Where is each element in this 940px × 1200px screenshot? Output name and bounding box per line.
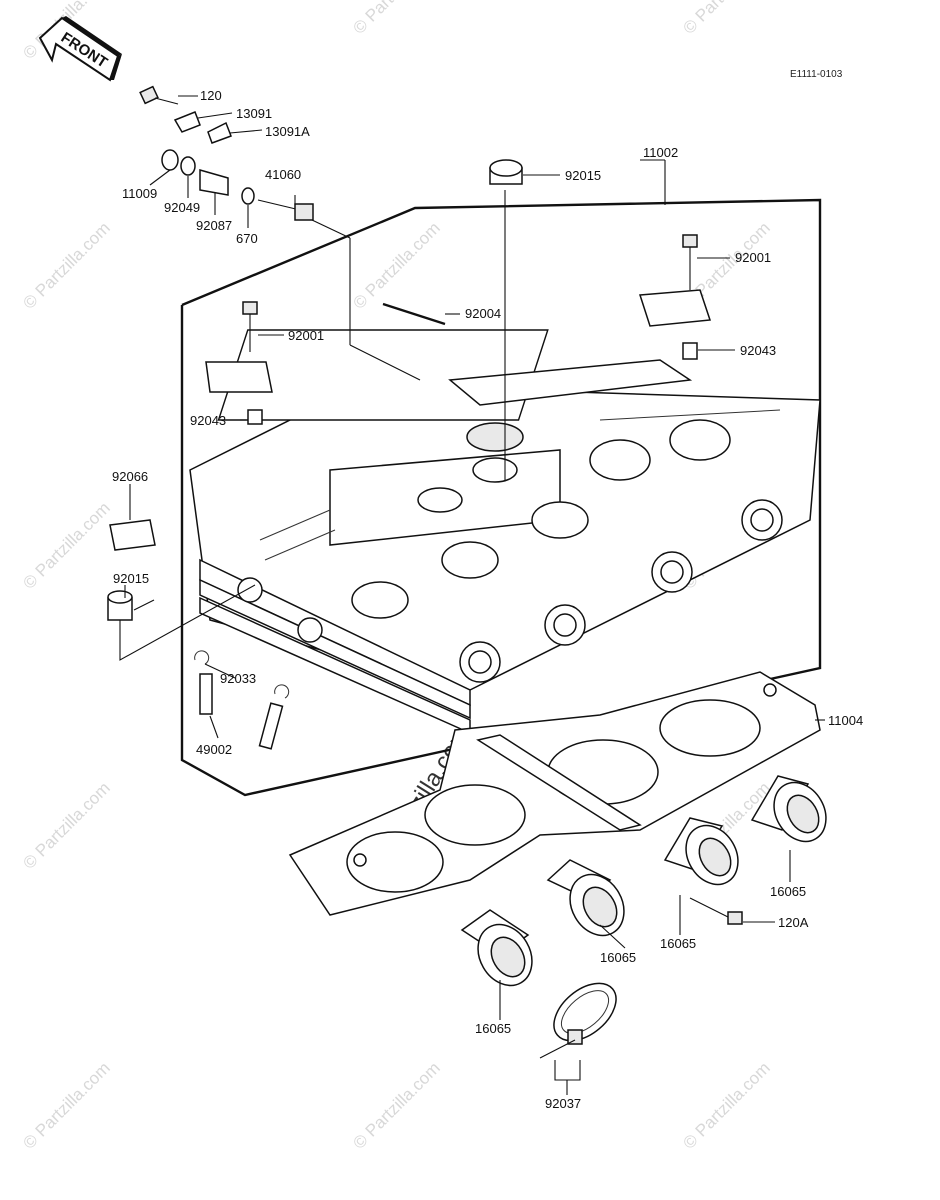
part-label-92004: 92004: [465, 306, 501, 321]
screw-icon: [689, 897, 743, 925]
cap-nut-icon: [489, 159, 523, 480]
watermark-text: © Partzilla.com: [679, 0, 773, 38]
diagram-code: E1111-0103: [790, 69, 843, 80]
part-label-120: 120: [200, 88, 222, 103]
clamp-icon: [539, 982, 617, 1059]
intake-holder-icon: [750, 775, 827, 843]
watermark-text: © Partzilla.com: [19, 498, 113, 592]
cap-bolt-icon: [205, 301, 273, 425]
watermark-text: © Partzilla.com: [19, 218, 113, 312]
cylinder-head-boundary: [180, 198, 822, 797]
part-label-92001-right: 92001: [735, 250, 771, 265]
part-label-120a: 120A: [778, 915, 809, 930]
part-label-49002: 49002: [196, 742, 232, 757]
washer-icon: [161, 149, 196, 176]
intake-holder-icon: [663, 817, 739, 886]
part-label-13091: 13091: [236, 106, 272, 121]
watermark-text: © Partzilla.com: [679, 1058, 773, 1152]
part-label-92087: 92087: [196, 218, 232, 233]
part-label-92066: 92066: [112, 469, 148, 484]
part-label-16065-right: 16065: [770, 884, 806, 899]
part-label-92037: 92037: [545, 1096, 581, 1111]
part-label-11004: 11004: [828, 713, 863, 728]
part-label-16065-midright: 16065: [660, 936, 696, 951]
watermark-text: © Partzilla.com: [19, 778, 113, 872]
part-label-92015-top: 92015: [565, 168, 601, 183]
part-label-11002: 11002: [643, 145, 678, 160]
part-label-16065-mid: 16065: [600, 950, 636, 965]
cylinder-head-icon: [189, 329, 821, 735]
head-gasket-icon: [288, 671, 821, 916]
bracket-icon: [173, 111, 232, 144]
stud-bolt-icon: [382, 302, 446, 326]
watermark-text: © Partzilla.com: [349, 1058, 443, 1152]
cap-icon: [107, 519, 156, 621]
leader-lines: [119, 95, 825, 1095]
watermark-text: © Partzilla.com: [349, 218, 443, 312]
part-label-670: 670: [236, 231, 258, 246]
part-label-92043-left: 92043: [190, 413, 226, 428]
part-label-13091a: 13091A: [265, 124, 310, 139]
intake-holder-icon: [460, 909, 533, 987]
part-label-92001-left: 92001: [288, 328, 324, 343]
part-label-92043-right: 92043: [740, 343, 776, 358]
part-label-92033: 92033: [220, 671, 256, 686]
intake-holder-icon: [546, 859, 625, 937]
bolt-icon: [139, 85, 179, 105]
valve-guide-icon: [194, 650, 290, 750]
cap-bolt-icon: [638, 234, 712, 360]
part-label-92049: 92049: [164, 200, 200, 215]
part-labels: 120 13091 13091A 11009 92049 92087 670 4…: [112, 88, 863, 1111]
front-arrow-icon: FRONT: [38, 16, 122, 82]
watermark-text: © Partzilla.com: [19, 1058, 113, 1152]
part-label-92015-left: 92015: [113, 571, 149, 586]
oil-fitting-icon: [199, 169, 314, 221]
part-label-41060: 41060: [265, 167, 301, 182]
part-label-11009: 11009: [122, 186, 157, 201]
part-label-16065-left: 16065: [475, 1021, 511, 1036]
watermark-text: © Partzilla.com: [349, 0, 443, 38]
